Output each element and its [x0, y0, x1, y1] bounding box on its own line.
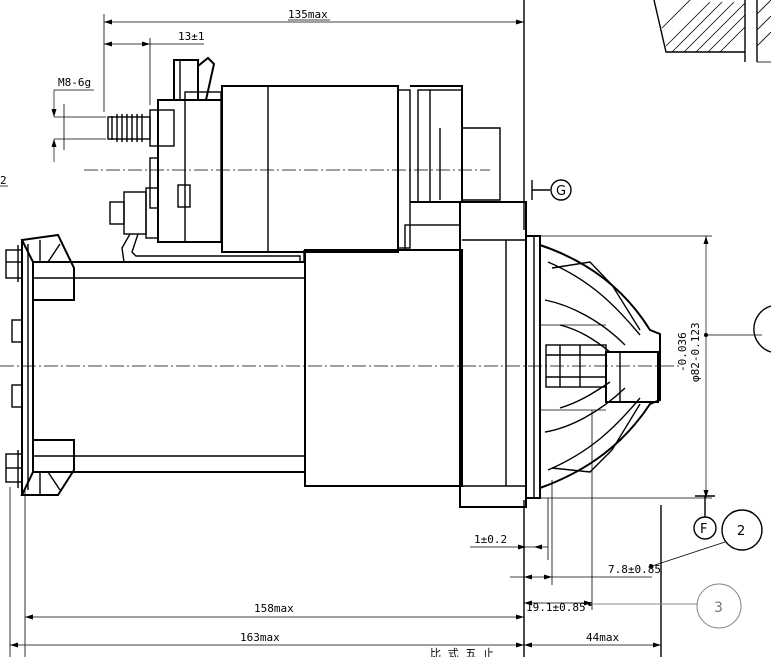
- datum-f-label: F: [700, 522, 707, 537]
- balloon-2: 2: [651, 509, 763, 567]
- dim-163max: 163max: [10, 631, 524, 648]
- front-nose: [539, 244, 661, 489]
- dim-135max-label: 135max: [288, 8, 328, 21]
- rear-end-cap: [5, 233, 75, 496]
- section-hatch-top-right: [653, 0, 771, 63]
- dim-135max: 135max: [104, 8, 524, 25]
- balloon-2-label: 2: [737, 524, 745, 539]
- dim-44max-label: 44max: [586, 631, 619, 644]
- dim-left-cut-label: 2: [0, 174, 7, 187]
- dim-diameter-label: φ82-0.123: [689, 322, 702, 382]
- dim-19-1: 19.1±0.85: [524, 410, 593, 614]
- threaded-stud-m8: [54, 104, 175, 150]
- datum-f: F: [693, 495, 717, 540]
- balloon-3: 3: [590, 583, 742, 629]
- terminal-block: [149, 56, 223, 243]
- dim-7-8-label: 7.8±0.85: [608, 563, 661, 576]
- dim-thread-label: M8-6g: [58, 76, 91, 89]
- solenoid: [221, 85, 501, 253]
- dim-13-label: 13±1: [178, 30, 205, 43]
- dim-163max-label: 163max: [240, 631, 280, 644]
- drive-housing: [283, 201, 541, 508]
- dim-19-1-label: 19.1±0.85: [526, 601, 586, 614]
- datum-g-label: G: [556, 184, 566, 199]
- dim-thread: M8-6g: [51, 76, 94, 162]
- dim-1-label: 1±0.2: [474, 533, 507, 546]
- dim-13: 13±1: [104, 30, 205, 47]
- dim-diameter-82: -0.036 φ82-0.123: [540, 235, 771, 499]
- dim-158max: 158max: [25, 602, 524, 620]
- balloon-3-label: 3: [714, 600, 723, 616]
- dim-1: 1±0.2: [470, 498, 549, 560]
- dim-7-8: 7.8±0.85: [510, 480, 661, 585]
- dim-44max: 44max: [524, 631, 661, 648]
- dim-tol-upper-label: -0.036: [676, 332, 689, 372]
- datum-g: G: [531, 179, 572, 201]
- dim-158max-label: 158max: [254, 602, 294, 615]
- dim-left-cut: 2: [0, 174, 8, 187]
- footer-text: 比 式 五 止: [430, 647, 494, 657]
- lower-terminal-bolt: [109, 187, 305, 263]
